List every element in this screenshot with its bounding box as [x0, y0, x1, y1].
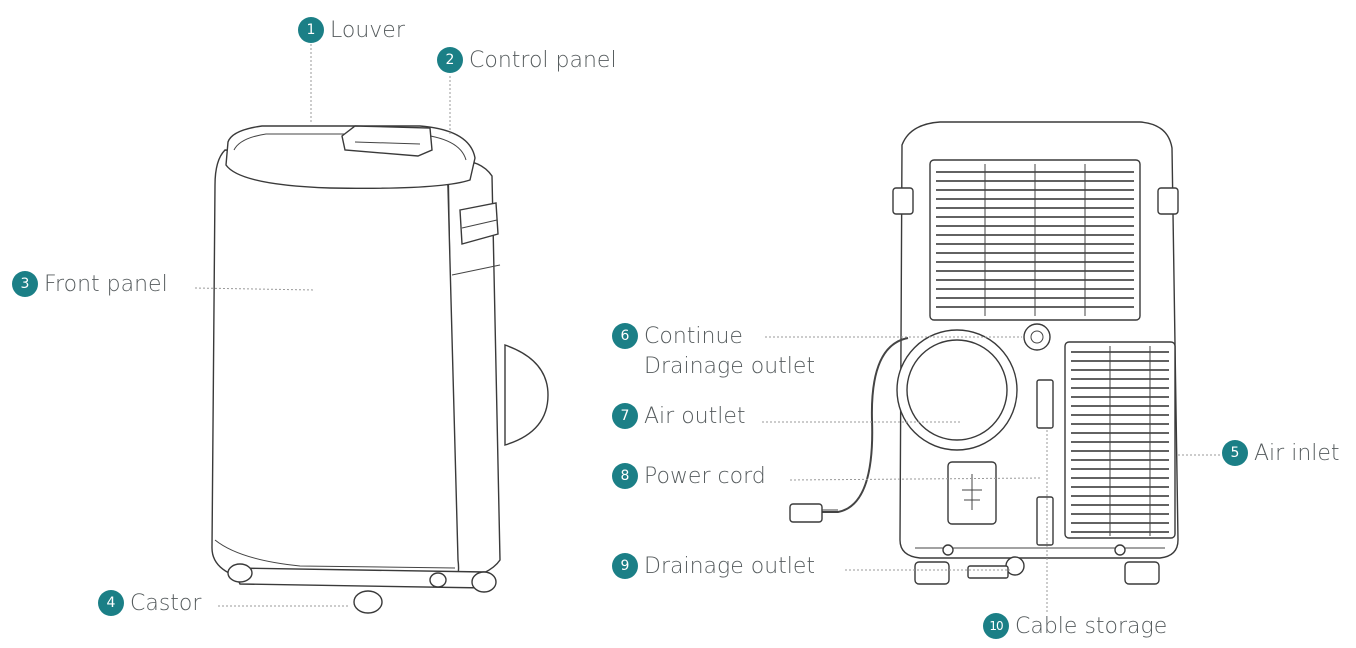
callout-continue-drainage-outlet: 6 Continue Drainage outlet — [612, 322, 815, 382]
callout-label: Front panel — [44, 270, 168, 300]
callout-cable-storage: 10 Cable storage — [983, 612, 1167, 642]
number-badge: 3 — [12, 271, 38, 297]
callout-air-inlet: 5 Air inlet — [1222, 439, 1340, 469]
callout-louver: 1 Louver — [298, 16, 405, 46]
front-view — [212, 126, 548, 613]
callout-front-panel: 3 Front panel — [12, 270, 168, 300]
number-badge: 9 — [612, 553, 638, 579]
rear-view — [790, 122, 1178, 584]
callout-label: Louver — [330, 16, 405, 46]
number-badge: 8 — [612, 463, 638, 489]
callout-label: Air outlet — [644, 402, 746, 432]
callout-drainage-outlet: 9 Drainage outlet — [612, 552, 815, 582]
callout-label: Air inlet — [1254, 439, 1340, 469]
callout-label: Drainage outlet — [644, 552, 815, 582]
number-badge: 5 — [1222, 440, 1248, 466]
callout-label: Control panel — [469, 46, 617, 76]
callout-control-panel: 2 Control panel — [437, 46, 617, 76]
number-badge: 1 — [298, 17, 324, 43]
callout-label: Continue Drainage outlet — [644, 322, 815, 382]
callout-label: Power cord — [644, 462, 766, 492]
callout-label-line2: Drainage outlet — [644, 352, 815, 382]
callout-power-cord: 8 Power cord — [612, 462, 766, 492]
callout-air-outlet: 7 Air outlet — [612, 402, 746, 432]
number-badge: 7 — [612, 403, 638, 429]
number-badge: 2 — [437, 47, 463, 73]
number-badge: 10 — [983, 613, 1009, 639]
callout-label: Castor — [130, 589, 201, 619]
number-badge: 6 — [612, 323, 638, 349]
callout-label: Cable storage — [1015, 612, 1167, 642]
callout-label-line1: Continue — [644, 324, 743, 349]
callout-castor: 4 Castor — [98, 589, 201, 619]
number-badge: 4 — [98, 590, 124, 616]
